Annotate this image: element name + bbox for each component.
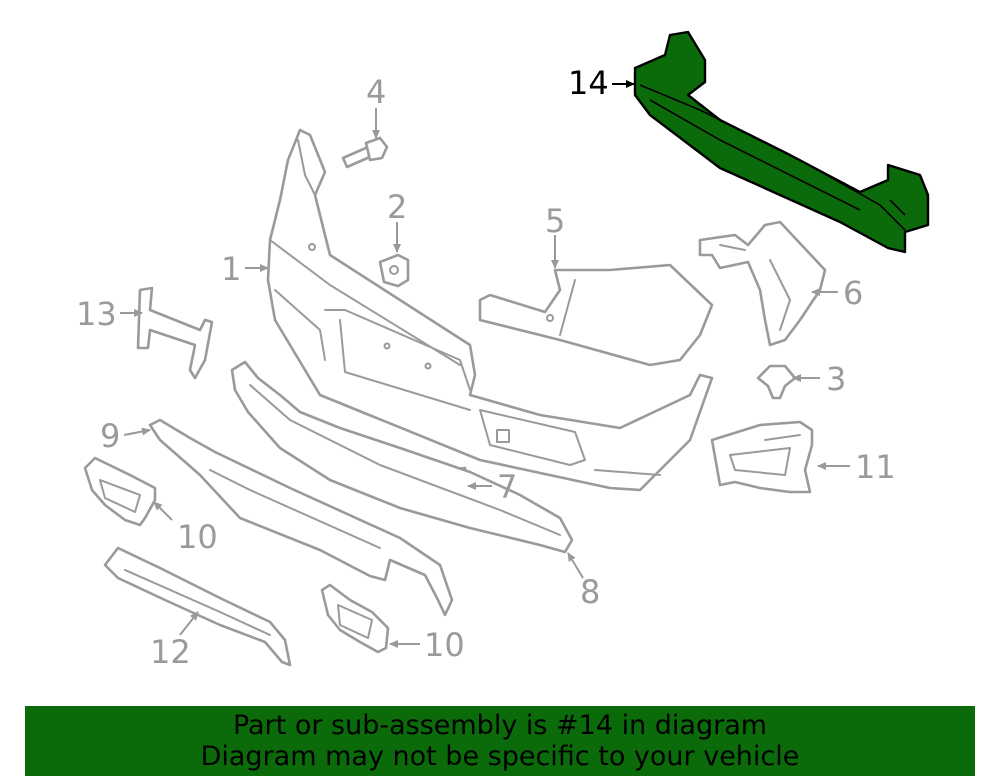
- part-6-bracket[interactable]: [698, 220, 827, 347]
- banner-line-2: Diagram may not be specific to your vehi…: [200, 741, 800, 772]
- callout-leaders: [120, 80, 850, 648]
- callout-14[interactable]: 14: [568, 64, 609, 102]
- part-11-bracket[interactable]: [710, 420, 814, 494]
- part-12-trim-strip[interactable]: [103, 546, 292, 667]
- parts-diagram: 4 2 1 5 6 3 7 8 9 10 10 11 12 13 14: [76, 30, 930, 671]
- callout-6[interactable]: 6: [843, 274, 863, 312]
- part-14-reinforcement-bar[interactable]: [633, 30, 930, 254]
- part-2-clip[interactable]: [378, 253, 410, 288]
- part-4-bolt[interactable]: [341, 136, 389, 169]
- callout-13[interactable]: 13: [76, 295, 117, 333]
- part-9-valance[interactable]: [148, 418, 454, 617]
- part-13-bracket[interactable]: [136, 286, 214, 380]
- part-8-lower-strip[interactable]: [230, 360, 574, 554]
- callout-2[interactable]: 2: [387, 188, 407, 226]
- callout-9[interactable]: 9: [100, 417, 120, 455]
- info-banner: Part or sub-assembly is #14 in diagram D…: [25, 706, 975, 776]
- callout-11[interactable]: 11: [855, 448, 896, 486]
- callout-8[interactable]: 8: [580, 573, 600, 611]
- callout-10-lower[interactable]: 10: [424, 626, 465, 664]
- part-10-bracket-a[interactable]: [83, 456, 157, 527]
- part-5-side-panel[interactable]: [478, 263, 714, 367]
- callout-7[interactable]: 7: [497, 468, 517, 506]
- part-3-push-clip[interactable]: [756, 364, 797, 400]
- callout-12[interactable]: 12: [150, 633, 191, 671]
- callout-10-upper[interactable]: 10: [177, 518, 218, 556]
- part-10-bracket-b[interactable]: [320, 583, 390, 654]
- callout-5[interactable]: 5: [545, 202, 565, 240]
- callout-1[interactable]: 1: [221, 250, 241, 288]
- callout-4[interactable]: 4: [366, 73, 386, 111]
- callout-3[interactable]: 3: [826, 360, 846, 398]
- part-1-bumper-cover[interactable]: [266, 128, 714, 492]
- banner-line-1: Part or sub-assembly is #14 in diagram: [232, 710, 768, 741]
